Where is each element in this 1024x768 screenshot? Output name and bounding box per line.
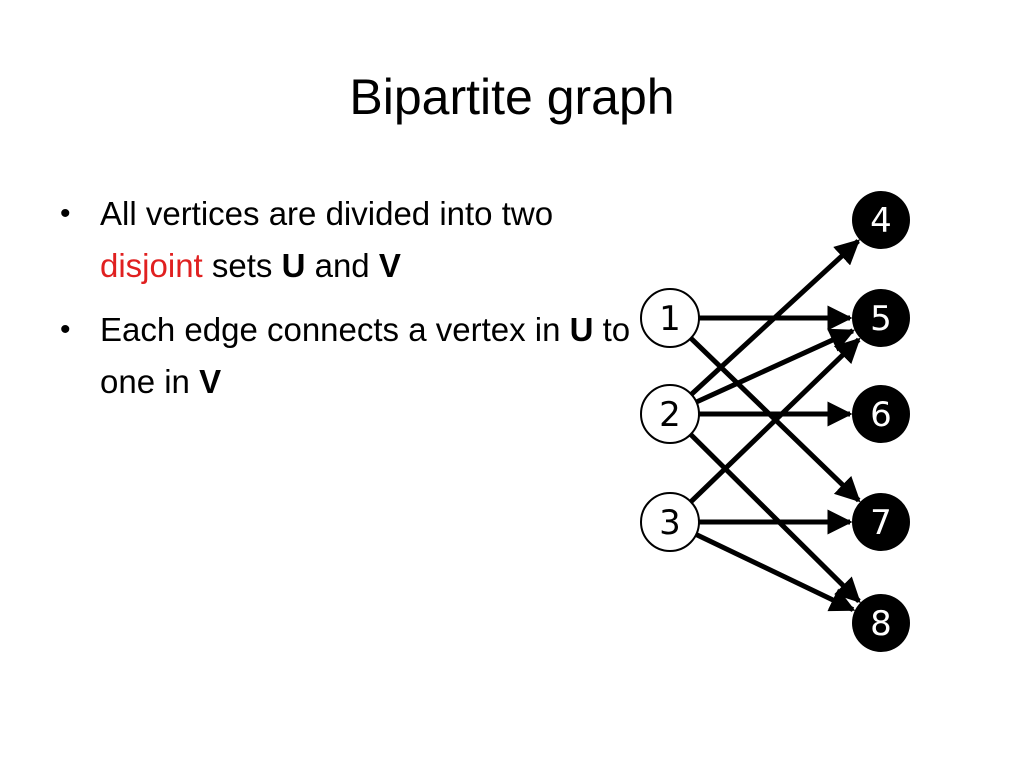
vertex-circle <box>852 493 910 551</box>
edge-2-5 <box>695 328 856 405</box>
vertex-label: 8 <box>870 604 892 644</box>
vertex-circle <box>852 289 910 347</box>
bullet-text: Each edge connects a vertex in <box>100 311 570 348</box>
edge-2-4 <box>689 239 861 397</box>
bullet-text: to one in <box>100 311 631 400</box>
vertex-label: 3 <box>659 503 681 543</box>
set-v-label: V <box>378 247 401 284</box>
edges-layer <box>688 239 861 612</box>
vertex-label: 4 <box>870 201 892 241</box>
vertex-label: 6 <box>870 395 892 435</box>
edge-2-8 <box>688 432 861 603</box>
bullet-list: • All vertices are divided into two disj… <box>60 188 640 420</box>
vertex-2: 2 <box>640 384 700 444</box>
vertex-label: 1 <box>659 299 681 339</box>
set-u-label: U <box>569 311 594 348</box>
vertex-label: 7 <box>870 503 892 543</box>
vertex-5: 5 <box>852 289 910 347</box>
bullet-dot-icon: • <box>60 197 71 230</box>
slide-title: Bipartite graph <box>349 69 675 125</box>
vertex-4: 4 <box>852 191 910 249</box>
vertex-circle <box>640 288 700 348</box>
vertex-circle <box>852 594 910 652</box>
vertex-label: 5 <box>870 299 892 339</box>
edge-3-8 <box>695 532 856 612</box>
disjoint-highlight: disjoint <box>100 247 203 284</box>
edge-3-5 <box>689 337 861 504</box>
vertex-circle <box>852 191 910 249</box>
vertex-label: 2 <box>659 395 681 435</box>
vertex-1: 1 <box>640 288 700 348</box>
set-u-label: U <box>281 247 306 284</box>
set-v-label: V <box>199 363 222 400</box>
bullet-dot-icon: • <box>60 313 71 346</box>
vertex-3: 3 <box>640 492 700 552</box>
bullet-text: All vertices are divided into two <box>100 195 554 232</box>
vertex-circle <box>852 385 910 443</box>
vertex-circle <box>640 384 700 444</box>
nodes-layer: 1 2 3 4 5 6 7 8 <box>640 191 910 652</box>
bullet-item-1: • All vertices are divided into two disj… <box>60 188 640 292</box>
vertex-6: 6 <box>852 385 910 443</box>
bullet-item-2: • Each edge connects a vertex in U to on… <box>60 304 640 408</box>
vertex-7: 7 <box>852 493 910 551</box>
bullet-text: sets <box>202 247 282 284</box>
vertex-8: 8 <box>852 594 910 652</box>
vertex-circle <box>640 492 700 552</box>
bullet-text: and <box>305 247 379 284</box>
